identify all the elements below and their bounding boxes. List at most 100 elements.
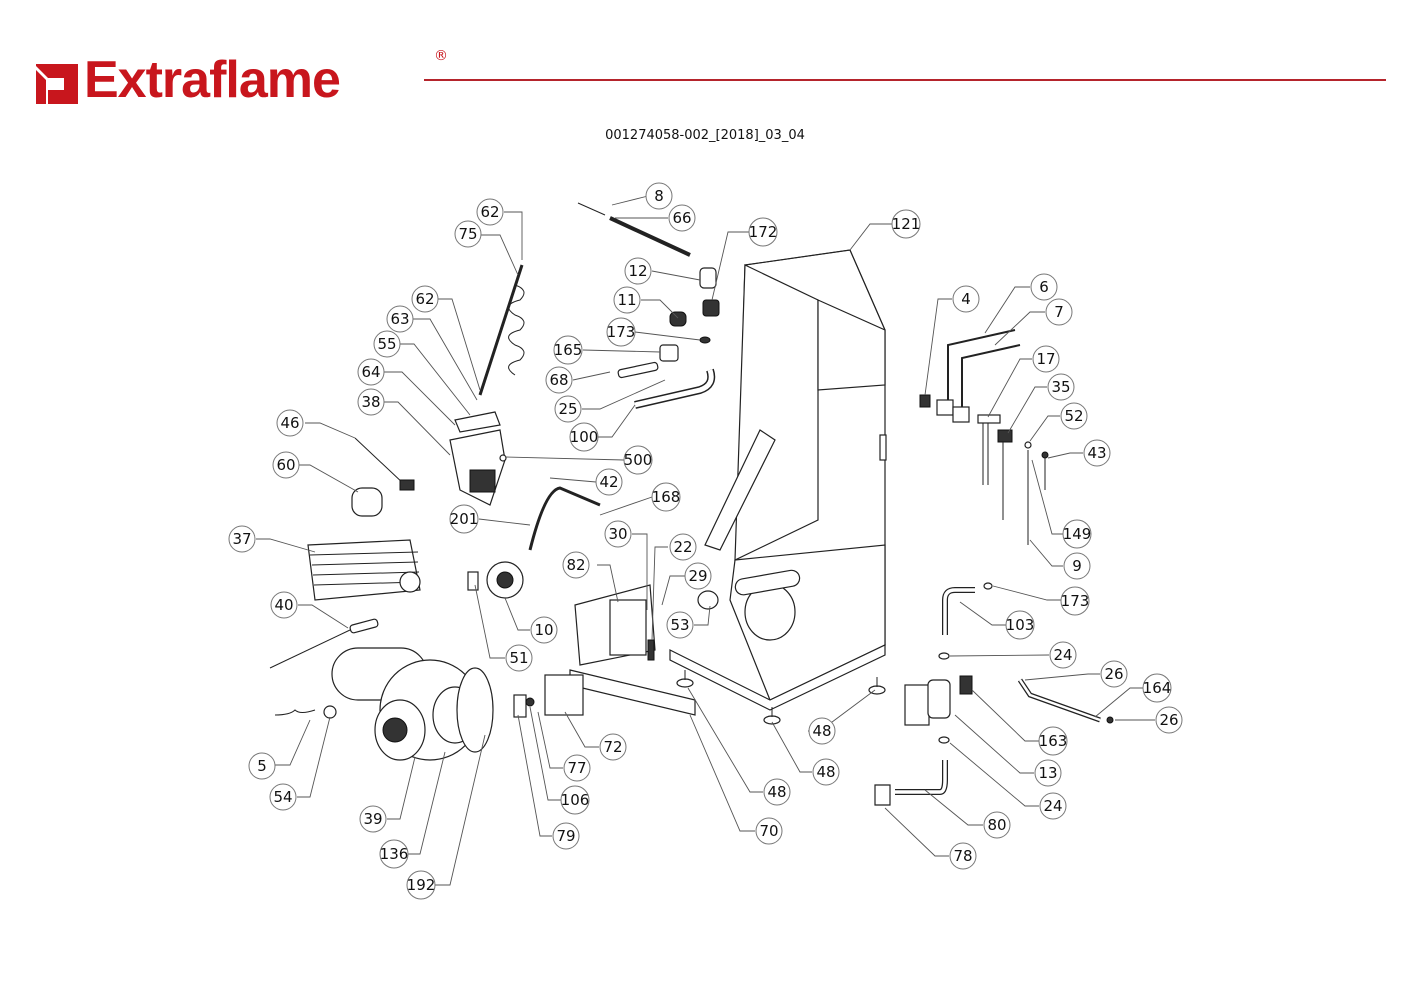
callout-500[interactable]: 500 [623,445,653,475]
svg-text:25: 25 [558,400,577,418]
callout-46[interactable]: 46 [276,409,304,437]
svg-text:39: 39 [363,810,382,828]
callout-172[interactable]: 172 [748,217,778,247]
svg-text:121: 121 [892,215,921,233]
callout-168[interactable]: 168 [651,482,681,512]
callout-29[interactable]: 29 [684,562,712,590]
svg-text:26: 26 [1104,665,1123,683]
front-panel-parts [513,669,696,718]
callout-136[interactable]: 136 [379,839,409,869]
callout-121[interactable]: 121 [891,209,921,239]
callout-51[interactable]: 51 [505,644,533,672]
callout-103[interactable]: 103 [1005,610,1035,640]
callout-39[interactable]: 39 [359,805,387,833]
callout-7[interactable]: 7 [1045,298,1073,326]
callout-62[interactable]: 62 [476,198,504,226]
svg-text:48: 48 [816,763,835,781]
svg-text:60: 60 [276,456,295,474]
callout-48[interactable]: 48 [763,778,791,806]
callout-106[interactable]: 106 [560,785,590,815]
callout-40[interactable]: 40 [270,591,298,619]
svg-text:68: 68 [549,371,568,389]
callout-13[interactable]: 13 [1034,759,1062,787]
callout-60[interactable]: 60 [272,451,300,479]
callout-149[interactable]: 149 [1062,519,1092,549]
callout-55[interactable]: 55 [373,330,401,358]
callout-52[interactable]: 52 [1060,402,1088,430]
svg-text:17: 17 [1036,350,1055,368]
callout-54[interactable]: 54 [269,783,297,811]
svg-text:106: 106 [561,791,590,809]
callout-80[interactable]: 80 [983,811,1011,839]
callout-37[interactable]: 37 [228,525,256,553]
callout-62[interactable]: 62 [411,285,439,313]
callout-42[interactable]: 42 [595,468,623,496]
callout-17[interactable]: 17 [1032,345,1060,373]
callout-24[interactable]: 24 [1039,792,1067,820]
igniter-and-cable [269,618,379,719]
header-rule [424,79,1386,81]
callout-43[interactable]: 43 [1083,439,1111,467]
svg-text:165: 165 [554,341,583,359]
callout-38[interactable]: 38 [357,388,385,416]
callout-75[interactable]: 75 [454,220,482,248]
callout-68[interactable]: 68 [545,366,573,394]
callout-30[interactable]: 30 [604,520,632,548]
svg-text:136: 136 [380,845,409,863]
callout-9[interactable]: 9 [1063,552,1091,580]
svg-text:62: 62 [415,290,434,308]
callout-64[interactable]: 64 [357,358,385,386]
svg-text:9: 9 [1072,557,1082,575]
callout-164[interactable]: 164 [1142,673,1172,703]
callout-10[interactable]: 10 [530,616,558,644]
callout-79[interactable]: 79 [552,822,580,850]
callout-35[interactable]: 35 [1047,373,1075,401]
callout-66[interactable]: 66 [668,204,696,232]
svg-text:22: 22 [673,538,692,556]
svg-text:64: 64 [361,363,380,381]
callout-173[interactable]: 173 [1060,586,1090,616]
callout-192[interactable]: 192 [406,870,436,900]
callout-173[interactable]: 173 [606,317,636,347]
svg-text:52: 52 [1064,407,1083,425]
callout-78[interactable]: 78 [949,842,977,870]
svg-text:164: 164 [1143,679,1172,697]
svg-text:163: 163 [1039,732,1068,750]
callout-12[interactable]: 12 [624,257,652,285]
svg-text:80: 80 [987,816,1006,834]
svg-text:201: 201 [450,510,479,528]
callout-6[interactable]: 6 [1030,273,1058,301]
svg-text:173: 173 [607,323,636,341]
callout-25[interactable]: 25 [554,395,582,423]
svg-text:42: 42 [599,473,618,491]
callout-22[interactable]: 22 [669,533,697,561]
callout-70[interactable]: 70 [755,817,783,845]
callout-201[interactable]: 201 [449,504,479,534]
callout-165[interactable]: 165 [553,335,583,365]
svg-text:48: 48 [812,722,831,740]
callout-5[interactable]: 5 [248,752,276,780]
callout-163[interactable]: 163 [1038,726,1068,756]
callout-77[interactable]: 77 [563,754,591,782]
callout-4[interactable]: 4 [952,285,980,313]
svg-text:38: 38 [361,393,380,411]
callout-26[interactable]: 26 [1155,706,1183,734]
hydraulic-parts [874,582,1114,806]
callout-11[interactable]: 11 [613,286,641,314]
feed-motor-assembly [351,411,507,517]
callout-26[interactable]: 26 [1100,660,1128,688]
callout-100[interactable]: 100 [569,422,599,452]
svg-text:500: 500 [624,451,653,469]
callout-48[interactable]: 48 [812,758,840,786]
callout-82[interactable]: 82 [562,551,590,579]
callout-53[interactable]: 53 [666,611,694,639]
callout-24[interactable]: 24 [1049,641,1077,669]
callout-8[interactable]: 8 [645,182,673,210]
svg-text:173: 173 [1061,592,1090,610]
svg-text:77: 77 [567,759,586,777]
callout-63[interactable]: 63 [386,305,414,333]
svg-text:48: 48 [767,783,786,801]
svg-text:54: 54 [273,788,292,806]
callout-48[interactable]: 48 [808,717,836,745]
callout-72[interactable]: 72 [599,733,627,761]
